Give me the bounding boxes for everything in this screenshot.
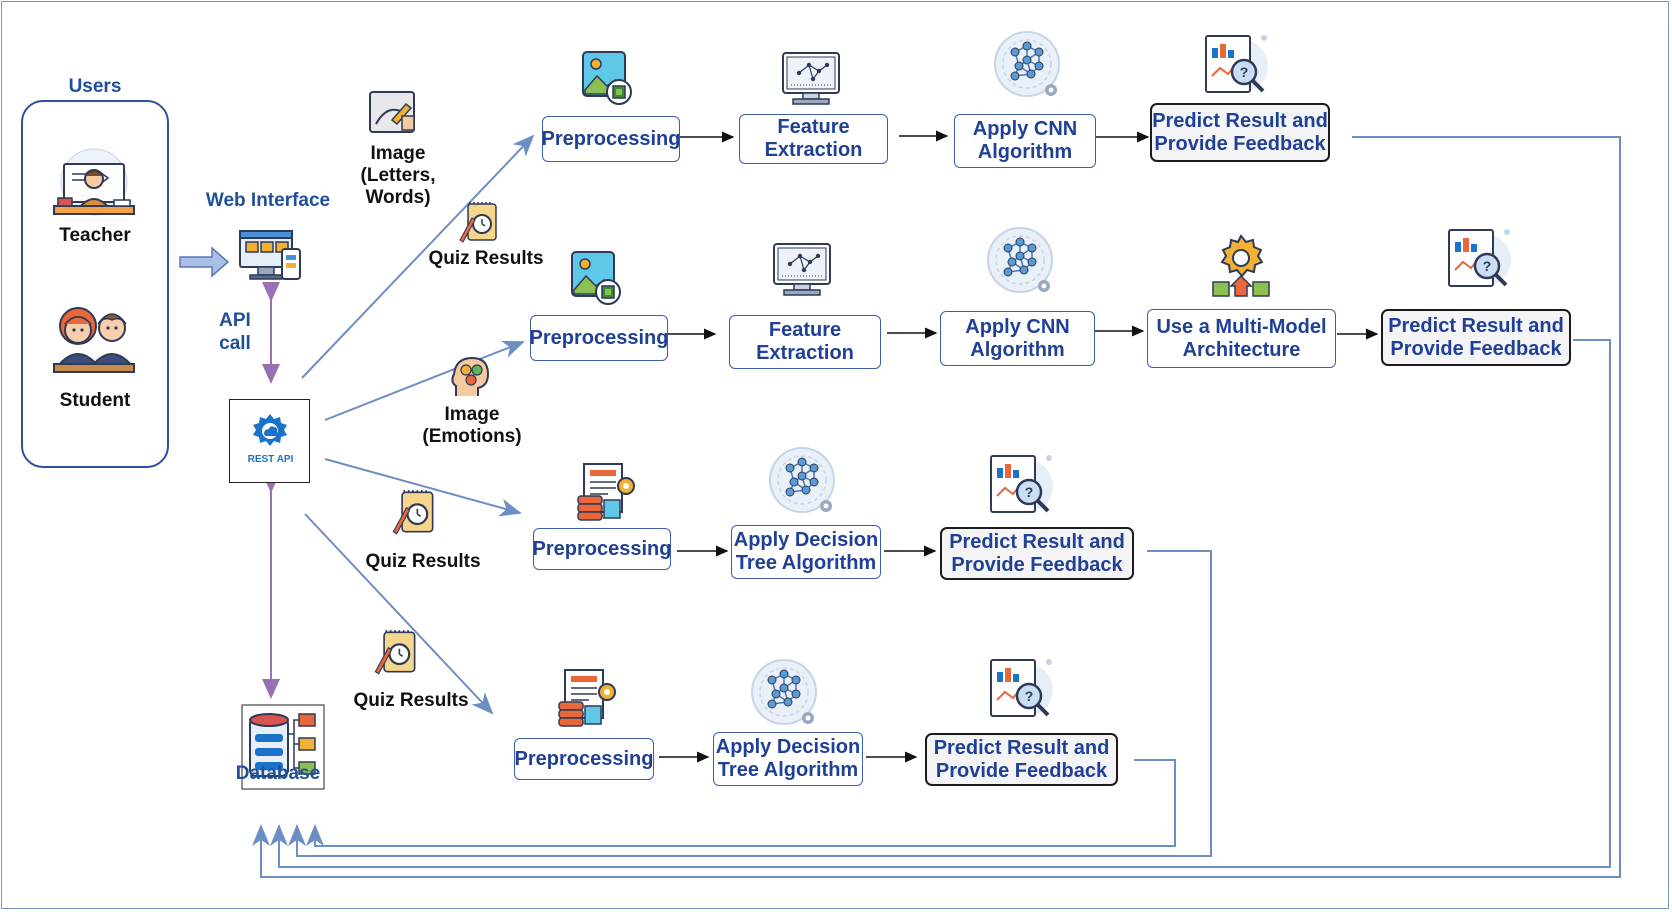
feedback-line-4: [306, 759, 1176, 847]
teacher-icon: [53, 148, 135, 216]
p3-step-1: Preprocessing: [533, 528, 671, 570]
feedback-line-3: [288, 550, 1212, 857]
rest-api-label: REST API: [247, 454, 294, 465]
neural-network-icon: [994, 31, 1060, 97]
image-chip-icon: [571, 251, 621, 305]
quiz-results-label-2: Quiz Results: [365, 551, 481, 572]
image-chip-icon: [582, 51, 632, 105]
neural-network-icon: [987, 227, 1053, 293]
feedback-line-2: [270, 339, 1611, 868]
web-interface-icon: [239, 230, 301, 280]
rest-to-pipeline-3: [324, 458, 522, 517]
svg-text:?: ?: [1240, 64, 1249, 80]
quiz-stopwatch-icon: [459, 202, 497, 243]
svg-text:?: ?: [1483, 258, 1492, 274]
p1-step-1: Preprocessing: [542, 116, 680, 162]
monitor-network-icon: [773, 243, 831, 296]
neural-network-icon: [769, 447, 835, 513]
quiz-stopwatch-icon: [374, 630, 416, 675]
image-emotions-line2: (Emotions): [422, 426, 522, 447]
neural-network-icon: [751, 659, 817, 725]
image-letters-line3: Words): [365, 187, 431, 208]
image-emotions-line1: Image: [444, 404, 500, 425]
document-gear-icon: [558, 669, 616, 727]
users-to-web-arrow: [179, 246, 230, 278]
rest-api-box: REST API: [229, 399, 310, 483]
svg-text:?: ?: [1025, 484, 1034, 500]
p4-step-1: Preprocessing: [514, 738, 654, 780]
monitor-network-icon: [782, 52, 840, 105]
report-magnifier-icon: ?: [990, 659, 1053, 717]
p2-step-1: Preprocessing: [530, 315, 668, 361]
report-magnifier-icon: ?: [990, 455, 1053, 513]
rest-api-gear-icon: [253, 414, 287, 446]
image-letters-line1: Image: [370, 143, 426, 164]
rest-to-pipeline-2: [324, 340, 525, 421]
image-letters-line2: (Letters,: [360, 165, 436, 186]
feedback-line-1: [252, 136, 1621, 878]
svg-text:?: ?: [1025, 688, 1034, 704]
database-label: Database: [235, 763, 321, 784]
rest-to-pipeline-1: [301, 134, 535, 379]
teacher-label: Teacher: [59, 225, 131, 246]
quiz-results-label-3: Quiz Results: [353, 690, 469, 711]
quiz-stopwatch-icon: [392, 490, 434, 535]
rest-to-pipeline-4: [304, 513, 494, 715]
users-title: Users: [68, 76, 122, 97]
quiz-results-label-1: Quiz Results: [428, 248, 544, 269]
database-icon: [241, 704, 325, 790]
api-call-line1: API: [219, 310, 251, 331]
users-panel: [21, 100, 169, 468]
report-magnifier-icon: ?: [1448, 229, 1511, 287]
web-interface-label: Web Interface: [205, 190, 331, 211]
report-magnifier-icon: ?: [1205, 35, 1268, 93]
student-label: Student: [59, 390, 131, 411]
emotion-head-icon: [451, 356, 490, 396]
document-gear-icon: [577, 463, 635, 521]
api-call-line2: call: [219, 333, 251, 354]
gear-architecture-icon: [1212, 234, 1270, 297]
image-pen-icon: [369, 91, 415, 133]
student-icon: [53, 307, 135, 373]
